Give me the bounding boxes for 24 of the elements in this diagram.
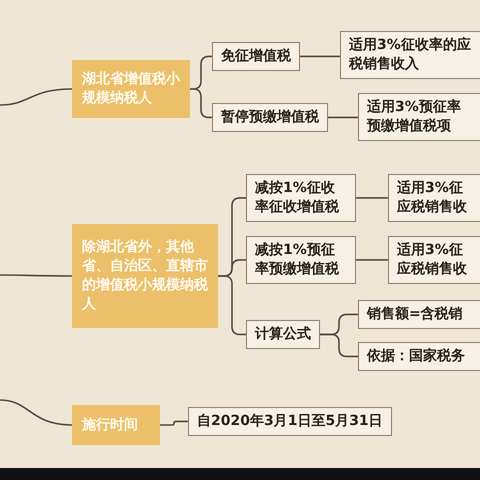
branch-box: 适用3%征收率的应税销售收入	[340, 31, 480, 79]
branch-box: 适用3%预征率预缴增值税项	[358, 93, 480, 141]
branch-box: 自2020年3月1日至5月31日	[188, 407, 392, 436]
branch-box: 暂停预缴增值税	[212, 103, 328, 132]
topic-box: 除湖北省外，其他省、自治区、直辖市的增值税小规模纳税人	[72, 224, 218, 328]
connector-line	[356, 259, 388, 261]
connector-line	[320, 334, 358, 358]
topic-box: 湖北省增值税小规模纳税人	[72, 60, 190, 118]
connector-line	[328, 116, 358, 118]
connector-line	[0, 399, 72, 426]
connector-line	[356, 197, 388, 199]
branch-box: 免征增值税	[212, 42, 300, 71]
branch-box: 计算公式	[246, 320, 320, 349]
connector-line	[160, 420, 188, 426]
topic-box: 施行时间	[72, 405, 160, 445]
branch-box: 依据：国家税务	[358, 342, 480, 371]
branch-box: 减按1%预征率预缴增值税	[246, 236, 356, 284]
connector-line	[0, 88, 72, 106]
branch-box: 减按1%征收率征收增值税	[246, 174, 356, 222]
connector-line	[0, 274, 72, 277]
branch-box: 适用3%征应税销售收	[388, 174, 480, 222]
connector-line	[300, 56, 340, 58]
branch-box: 适用3%征应税销售收	[388, 236, 480, 284]
branch-box: 销售额=含税销	[358, 300, 480, 329]
